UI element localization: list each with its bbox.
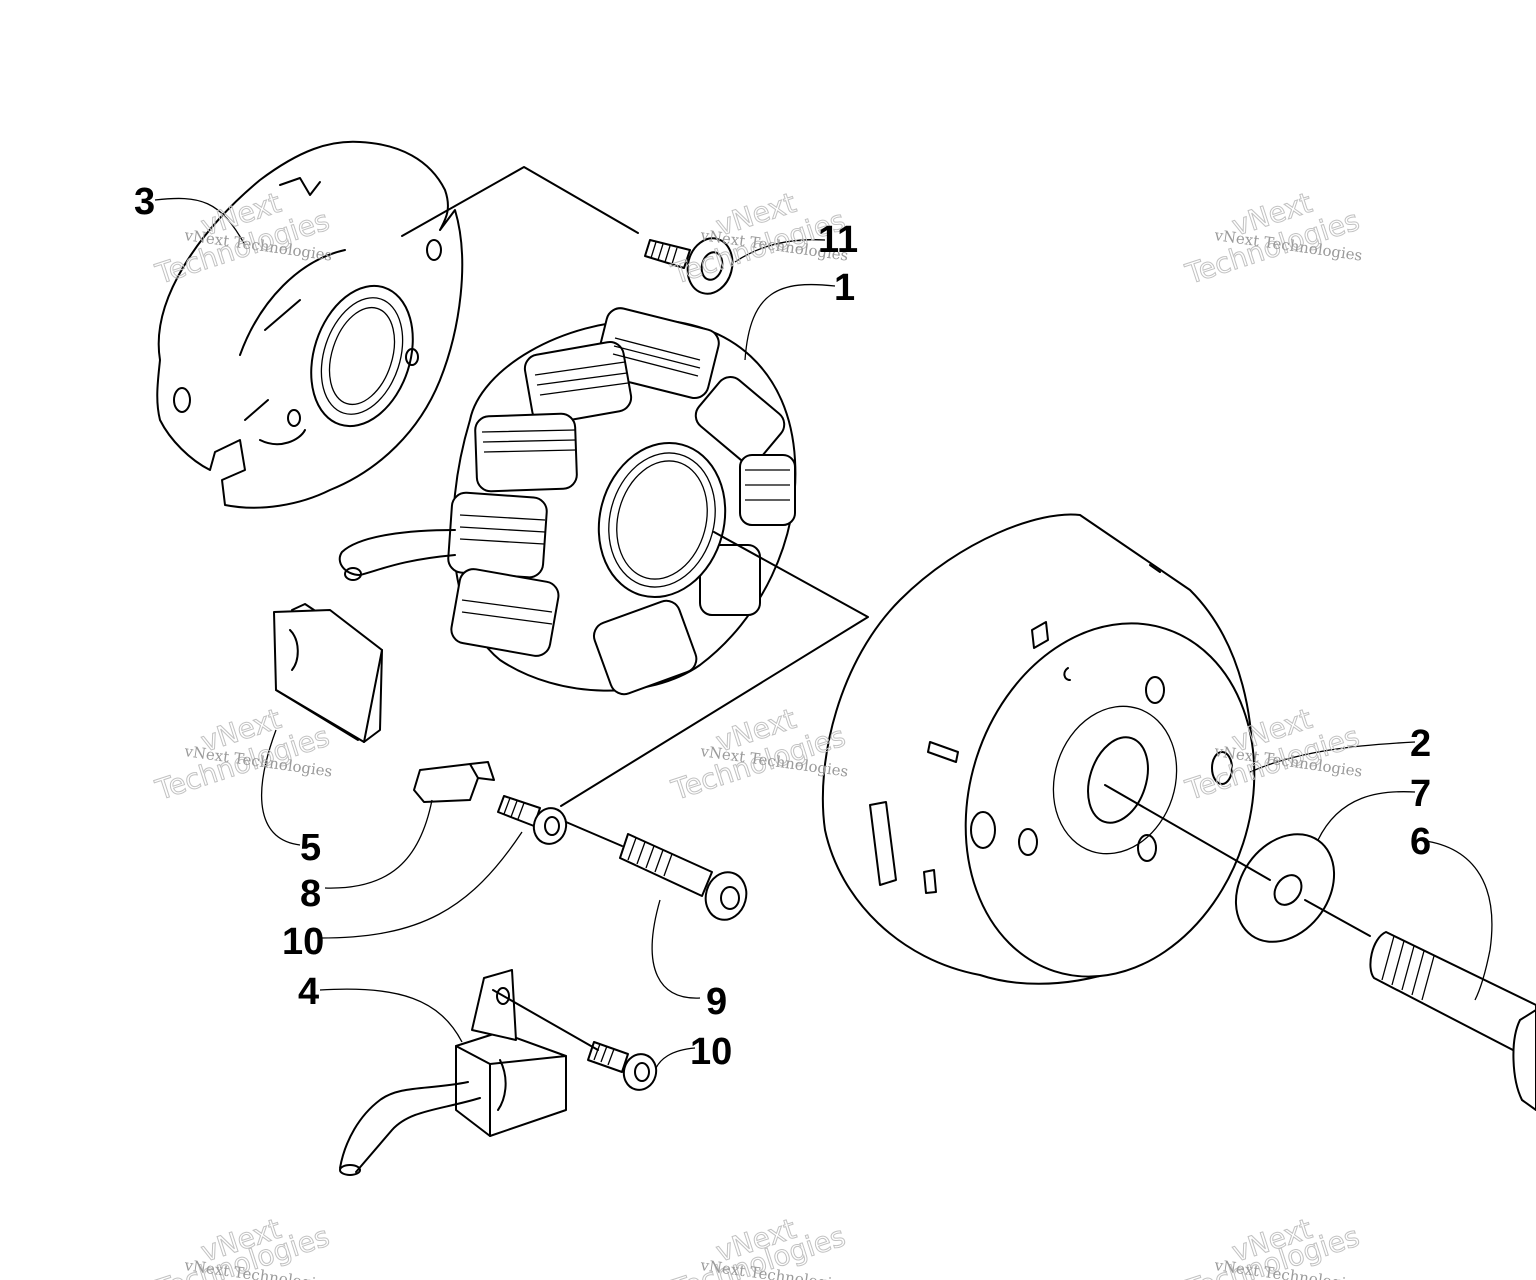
- callout-10-upper: 10: [282, 921, 324, 963]
- part-6-bolt[interactable]: [1369, 931, 1536, 1111]
- callout-8: 8: [300, 873, 321, 915]
- callout-11: 11: [818, 219, 858, 261]
- callout-1: 1: [834, 267, 855, 309]
- part-1-stator[interactable]: [338, 305, 797, 698]
- callout-5: 5: [300, 827, 321, 869]
- callout-4: 4: [298, 971, 319, 1013]
- part-3-housing[interactable]: [156, 140, 464, 509]
- part-5-pad[interactable]: [273, 603, 383, 743]
- leader-lines: [154, 166, 1493, 1069]
- watermark: vNext Technologies vNext Technologies: [1181, 185, 1364, 291]
- watermark: vNext Technologies vNext Technologies: [1181, 1211, 1364, 1280]
- part-2-flywheel[interactable]: [821, 513, 1299, 1014]
- callout-2: 2: [1410, 723, 1431, 765]
- part-11-bolt[interactable]: [644, 233, 738, 298]
- callout-6: 6: [1410, 821, 1431, 863]
- part-10-screw-lower[interactable]: [587, 1041, 660, 1094]
- part-4-sensor[interactable]: [339, 969, 567, 1176]
- callout-labels: 3 11 1 2 7 6 5 8 10 9 4 10: [134, 181, 1431, 1073]
- part-8-clip[interactable]: [413, 761, 495, 803]
- part-10-screw-upper[interactable]: [497, 795, 570, 848]
- watermark: vNext Technologies vNext Technologies: [667, 1211, 850, 1280]
- callout-7: 7: [1410, 773, 1431, 815]
- callout-3: 3: [134, 181, 155, 223]
- callout-9: 9: [706, 981, 727, 1023]
- watermark: vNext Technologies vNext Technologies: [151, 701, 334, 807]
- part-7-washer[interactable]: [1216, 815, 1355, 960]
- watermark: vNext Technologies vNext Technologies: [151, 1211, 334, 1280]
- callout-10-lower: 10: [690, 1031, 732, 1073]
- part-9-bolt[interactable]: [619, 833, 752, 924]
